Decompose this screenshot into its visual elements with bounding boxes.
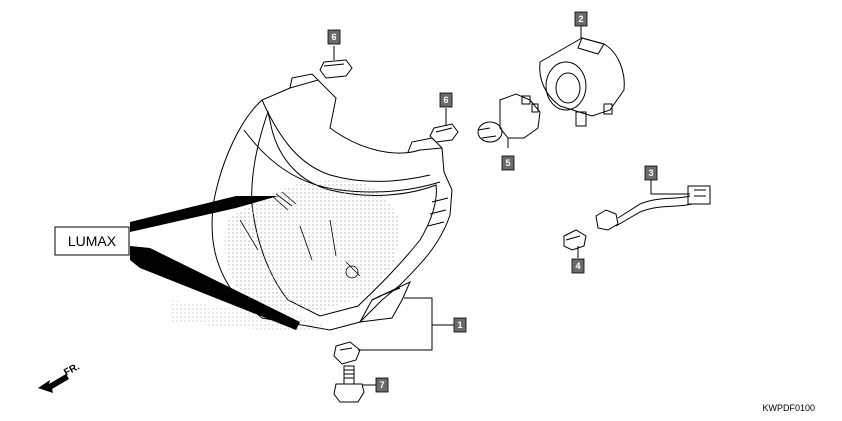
mounting-bolt[interactable] <box>333 365 365 403</box>
lock-nut[interactable] <box>333 341 361 365</box>
position-bulb[interactable] <box>563 229 587 251</box>
front-marker-text: FR. <box>62 361 82 378</box>
position-lamp-harness[interactable] <box>595 185 711 231</box>
front-arrow-icon <box>38 374 69 393</box>
brand-callout-pointer-upper <box>130 196 278 232</box>
part-label-5-text: 5 <box>505 158 510 168</box>
part-label-1[interactable]: 1 <box>453 317 467 333</box>
part-label-6-lower-text: 6 <box>443 95 448 105</box>
brand-callout-text: LUMAX <box>68 233 117 249</box>
rubber-cap-lower[interactable] <box>429 123 459 143</box>
part-label-7[interactable]: 7 <box>375 377 389 393</box>
brand-callout-pointer-lower <box>130 246 300 330</box>
front-direction-marker: FR. <box>38 361 82 393</box>
part-label-5[interactable]: 5 <box>501 155 515 171</box>
rubber-cap-upper[interactable] <box>319 59 353 79</box>
leader-lines <box>333 26 690 386</box>
brand-callout-box <box>54 226 130 256</box>
drawing-code: KWPDF0100 <box>762 403 815 413</box>
part-label-7-text: 7 <box>379 380 384 390</box>
headlight-bulb[interactable] <box>477 93 541 143</box>
reflector-shading <box>224 180 400 312</box>
part-label-6-upper[interactable]: 6 <box>327 29 341 45</box>
part-label-4-text: 4 <box>575 261 580 271</box>
part-label-4[interactable]: 4 <box>571 258 585 274</box>
headlight-socket[interactable] <box>539 37 625 127</box>
part-label-2-text: 2 <box>578 14 583 24</box>
part-label-6-upper-text: 6 <box>331 32 336 42</box>
part-label-1-text: 1 <box>457 320 462 330</box>
part-label-3[interactable]: 3 <box>644 165 658 181</box>
part-label-3-text: 3 <box>648 168 653 178</box>
part-label-6-lower[interactable]: 6 <box>439 92 453 108</box>
lens-detail-lines <box>239 191 361 279</box>
part-label-2[interactable]: 2 <box>574 11 588 27</box>
brand-callout: LUMAX <box>54 196 300 330</box>
